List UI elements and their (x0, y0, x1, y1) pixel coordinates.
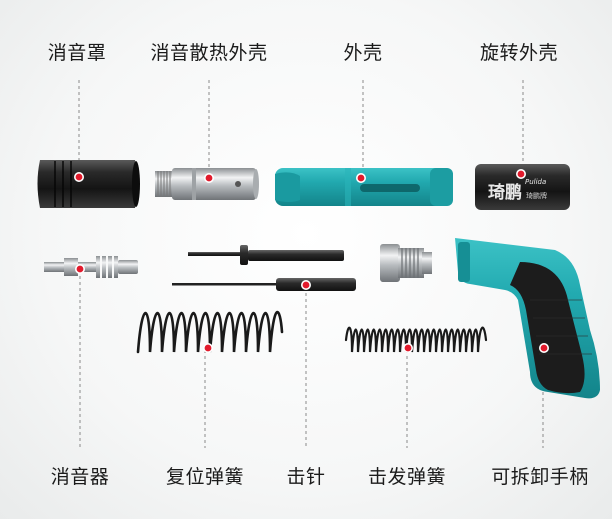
leader-lines (78, 80, 544, 448)
marker-dot (75, 263, 86, 274)
marker-dot (204, 173, 215, 184)
brand-cn-text: 琦鹏 (488, 182, 522, 203)
heatsink-shell-part (155, 168, 259, 200)
label-muffler: 消音器 (50, 466, 110, 488)
pin-rod-upper (188, 245, 344, 265)
brand-sub-text: 琦鹏牌 (526, 191, 547, 200)
label-return-spring: 复位弹簧 (165, 466, 245, 488)
metal-nut-part (380, 244, 432, 282)
firing-spring-part (344, 326, 488, 353)
firing-pin-part (172, 278, 356, 291)
marker-dot (538, 342, 549, 353)
label-muffler-cover: 消音罩 (47, 42, 107, 64)
marker-dot (300, 279, 311, 290)
muffler-part (44, 256, 138, 278)
label-firing-pin: 击针 (286, 466, 326, 488)
marker-dot (515, 169, 526, 180)
detachable-handle-part (455, 238, 600, 399)
shell-part (275, 168, 453, 206)
brand-en-text: Pulida (525, 178, 546, 186)
marker-dot (203, 342, 214, 353)
rotating-shell-part: 琦鹏 Pulida 琦鹏牌 (475, 164, 570, 210)
marker-dot (402, 342, 413, 353)
marker-dot (74, 172, 85, 183)
label-shell: 外壳 (343, 42, 383, 64)
muffler-cover-part (37, 160, 140, 208)
label-rotating-shell: 旋转外壳 (479, 42, 559, 64)
label-firing-spring: 击发弹簧 (367, 466, 447, 488)
label-detachable-handle: 可拆卸手柄 (491, 466, 589, 488)
marker-dot (355, 173, 366, 184)
marker-dots (74, 169, 549, 353)
label-muffler-heatsink-shell: 消音散热外壳 (150, 42, 268, 64)
